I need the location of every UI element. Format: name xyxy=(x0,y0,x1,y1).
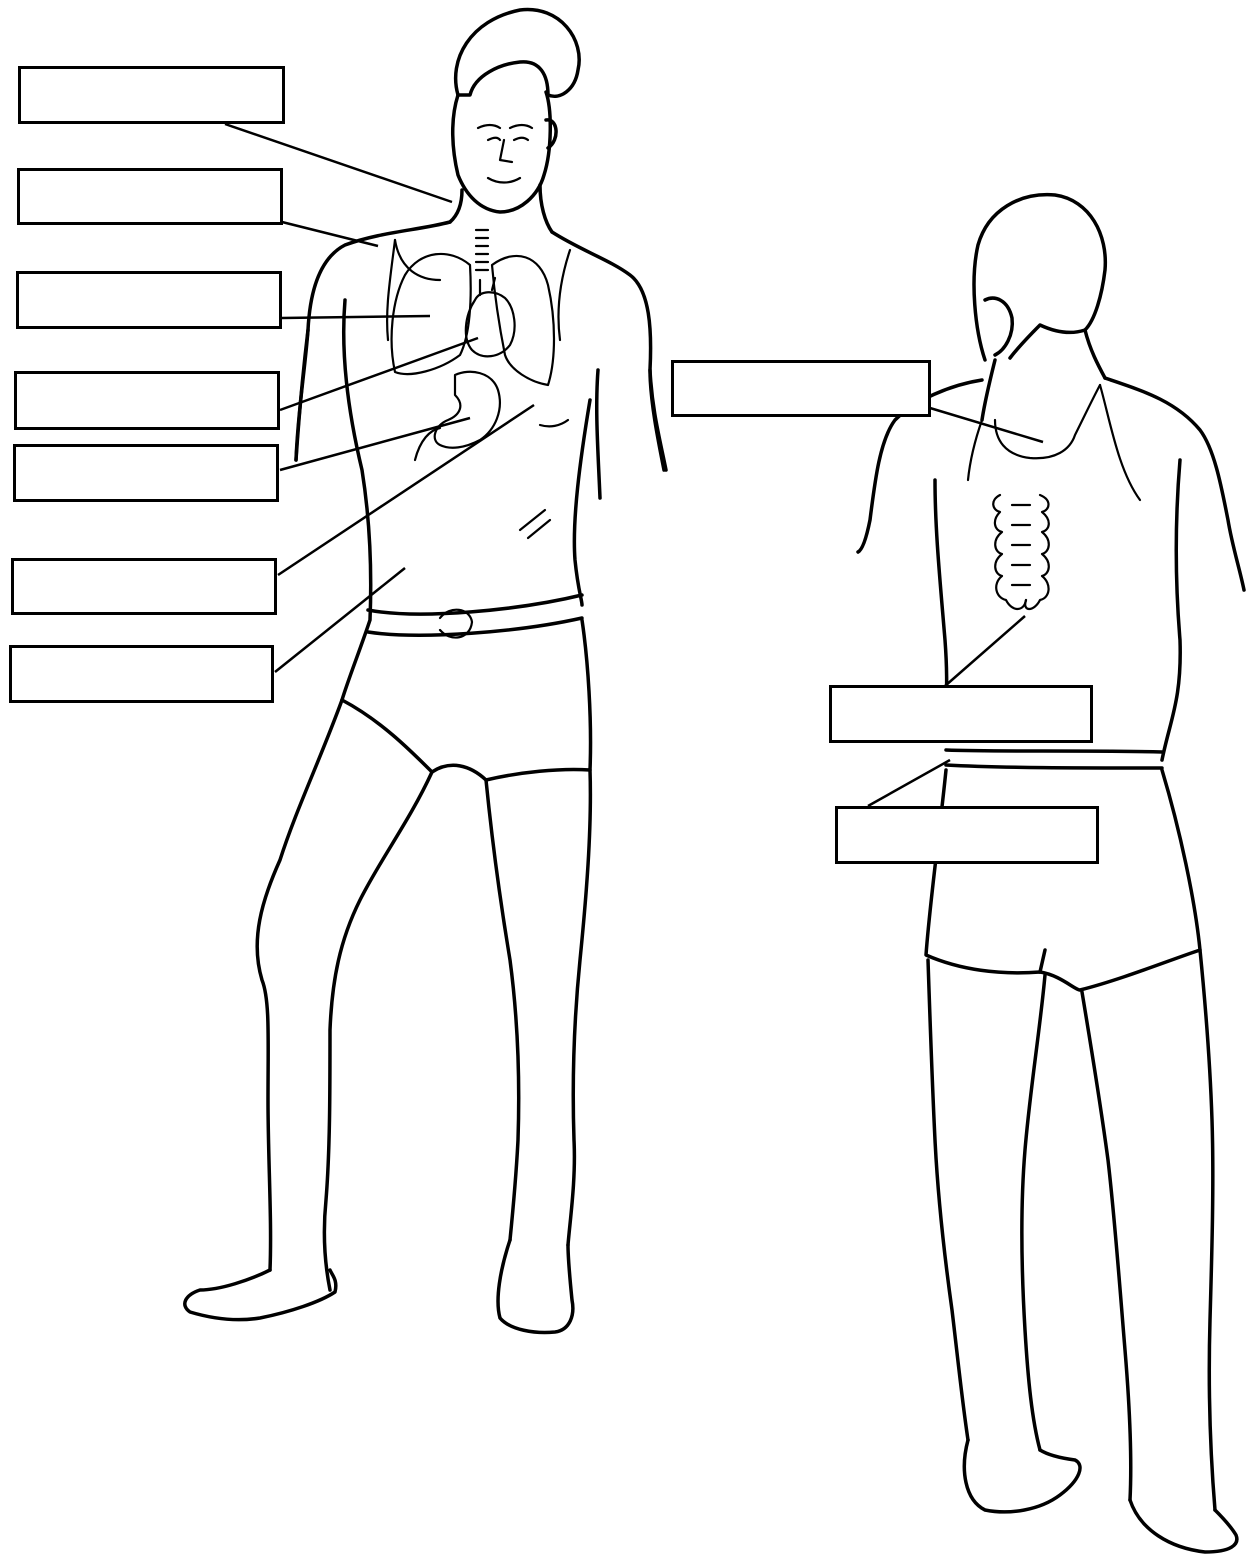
label-box-front-7[interactable] xyxy=(9,645,274,703)
label-box-front-1[interactable] xyxy=(18,66,285,124)
label-box-front-4[interactable] xyxy=(14,371,280,430)
label-box-back-2[interactable] xyxy=(829,685,1093,743)
label-box-back-3[interactable] xyxy=(835,806,1099,864)
label-box-front-2[interactable] xyxy=(17,168,283,225)
label-box-front-3[interactable] xyxy=(16,271,282,329)
label-box-front-6[interactable] xyxy=(11,558,277,615)
label-box-back-1[interactable] xyxy=(671,360,931,417)
label-box-front-5[interactable] xyxy=(13,444,279,502)
